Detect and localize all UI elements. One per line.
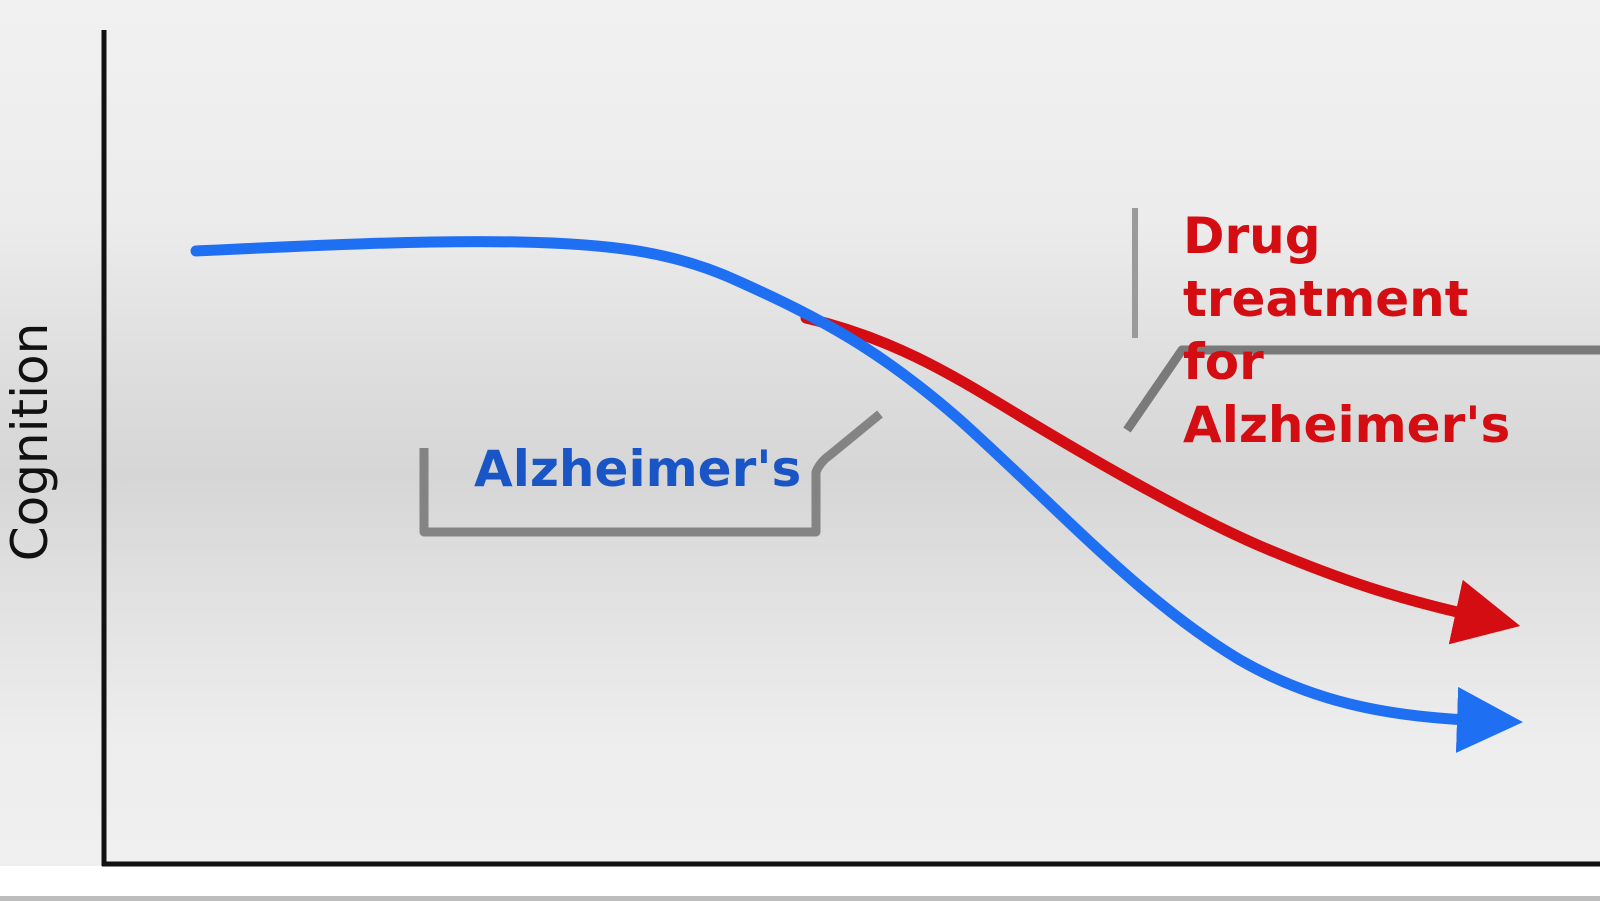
drug-treatment-curve [800, 312, 1521, 645]
paper-background [0, 0, 1600, 866]
drug-label-line2: for Alzheimer's [1183, 333, 1511, 454]
drug-callout-bracket [1123, 345, 1600, 433]
bottom-divider [0, 896, 1600, 901]
drug-treatment-label: Drug treatment for Alzheimer's [1183, 205, 1600, 457]
drug-label-line1: Drug treatment [1183, 207, 1469, 328]
y-axis-label: Cognition [1, 322, 59, 562]
alzheimers-callout-bracket [419, 410, 883, 537]
alzheimers-curve [190, 236, 1523, 753]
alzheimers-label: Alzheimer's [474, 440, 802, 498]
